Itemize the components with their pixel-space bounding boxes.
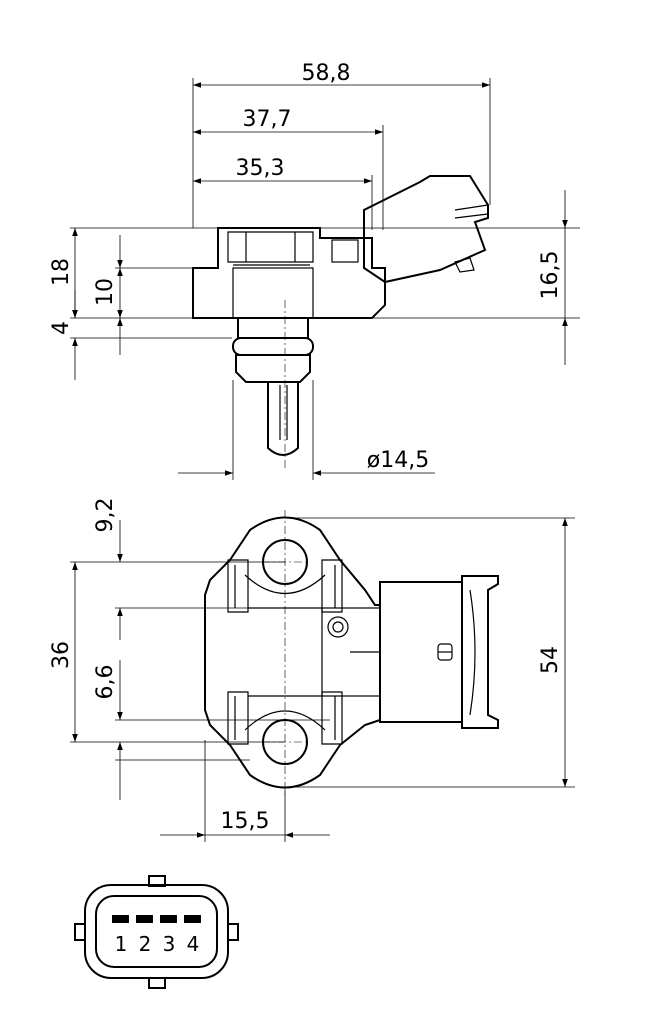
pin-4-contact <box>184 915 201 923</box>
sensor-body-top <box>204 516 381 789</box>
dim-16-5: 16,5 <box>538 251 563 300</box>
dim-15-5: 15,5 <box>221 809 270 834</box>
sensor-body-side <box>192 227 386 319</box>
pin-label-3: 3 <box>163 932 176 956</box>
dim-37-7: 37,7 <box>243 107 292 132</box>
pin-label-1: 1 <box>115 932 128 956</box>
top-view: 9,2 36 6,6 15,5 54 <box>49 498 575 842</box>
connector-pinout: 1 2 3 4 <box>74 875 239 989</box>
dim-diameter-14-5: ø14,5 <box>367 448 429 473</box>
pin-label-4: 4 <box>187 932 200 956</box>
dim-10: 10 <box>93 278 118 306</box>
side-view: 58,8 37,7 35,3 18 10 4 16,5 ø14,5 <box>49 61 580 480</box>
connector-outline <box>84 884 229 979</box>
pin-2-contact <box>136 915 153 923</box>
pin-1-contact <box>112 915 129 923</box>
dim-18: 18 <box>49 258 74 286</box>
connector-side <box>363 175 489 284</box>
dim-58-8: 58,8 <box>302 61 351 86</box>
pin-label-2: 2 <box>139 932 152 956</box>
dim-4: 4 <box>49 321 74 335</box>
dim-6-6: 6,6 <box>93 665 118 700</box>
dim-54: 54 <box>538 646 563 674</box>
dim-35-3: 35,3 <box>236 156 285 181</box>
dim-9-2: 9,2 <box>93 498 118 533</box>
dim-36: 36 <box>49 641 74 669</box>
pin-3-contact <box>160 915 177 923</box>
